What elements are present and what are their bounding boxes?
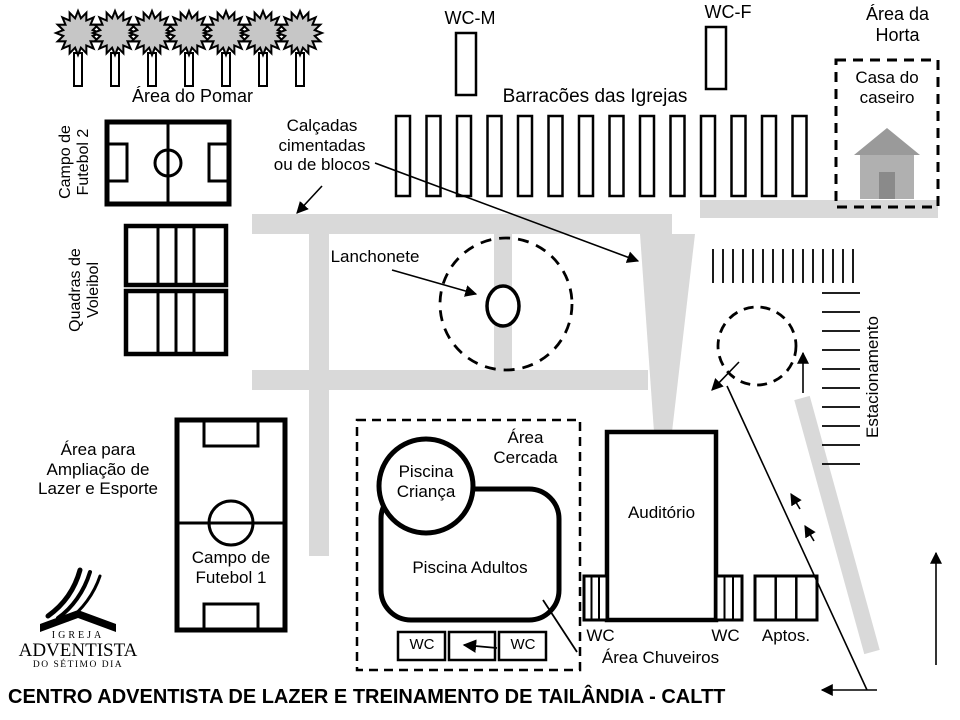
wc-f-building bbox=[704, 25, 728, 91]
tree-icon bbox=[203, 10, 249, 87]
label-wc-auditorio-right: WC bbox=[711, 626, 740, 645]
label-wc-auditorio-left: WC bbox=[586, 626, 615, 645]
label-lanchonete: Lanchonete bbox=[330, 247, 420, 266]
auditorium-wc-right-building bbox=[714, 574, 744, 622]
shed-bar bbox=[608, 114, 625, 198]
shed-bar bbox=[547, 114, 564, 198]
lanchonete-arrow bbox=[391, 269, 478, 297]
label-quadras-voleibol: Quadras de Voleibol bbox=[66, 248, 102, 332]
traffic-arrow-road-2 bbox=[804, 524, 816, 542]
label-pool-wc-left: WC bbox=[409, 636, 435, 653]
shed-bar bbox=[638, 114, 656, 198]
label-wc-m: WC-M bbox=[444, 8, 496, 28]
label-casa-caseiro: Casa do caseiro bbox=[855, 68, 919, 107]
road-edge-line bbox=[726, 385, 868, 691]
paved-path-lower bbox=[252, 370, 648, 390]
soccer-field-1 bbox=[174, 417, 288, 633]
shed-bar bbox=[455, 114, 473, 198]
label-horta: Área da Horta bbox=[865, 4, 930, 45]
logo-igreja-text: IGREJA bbox=[51, 630, 105, 641]
paved-path-wedge bbox=[640, 234, 695, 432]
paved-path-left-vertical bbox=[309, 234, 329, 556]
label-area-chuveiros: Área Chuveiros bbox=[601, 648, 720, 667]
apartments-building bbox=[753, 574, 819, 622]
tree-icon bbox=[240, 10, 286, 87]
label-campo-futebol-2: Campo de Futebol 2 bbox=[56, 125, 92, 199]
label-pool-wc-right: WC bbox=[510, 636, 536, 653]
logo-adventista-text: ADVENTISTA bbox=[18, 640, 138, 661]
showers-pointer-arrow bbox=[462, 639, 498, 653]
calcadas-arrow-right bbox=[374, 162, 640, 263]
paved-path-top bbox=[252, 214, 672, 234]
shed-bar bbox=[760, 114, 778, 198]
shed-bar bbox=[516, 114, 534, 198]
kids-pool bbox=[376, 436, 476, 536]
pool-wc-right bbox=[497, 630, 548, 662]
parking-spaces-top bbox=[712, 249, 854, 283]
label-barracoes: Barracões das Igrejas bbox=[502, 86, 688, 107]
shed-bar bbox=[669, 114, 686, 198]
label-wc-f: WC-F bbox=[704, 2, 752, 22]
label-piscina-crianca: Piscina Criança bbox=[396, 462, 456, 501]
tree-icon bbox=[166, 10, 212, 87]
shed-bar bbox=[730, 114, 747, 198]
shed-bar bbox=[699, 114, 717, 198]
tree-icon bbox=[55, 10, 101, 87]
sda-logo-icon bbox=[40, 567, 116, 632]
label-auditorio: Auditório bbox=[627, 503, 696, 522]
calcadas-arrow-left bbox=[296, 185, 323, 214]
shed-bar bbox=[394, 114, 412, 198]
showers-pointer-line bbox=[542, 599, 578, 653]
soccer-field-2 bbox=[104, 119, 232, 207]
label-pomar: Área do Pomar bbox=[131, 86, 254, 106]
lanchonete-building bbox=[485, 284, 521, 328]
roundabout bbox=[716, 305, 798, 387]
shed-bar bbox=[486, 114, 503, 198]
page-title: CENTRO ADVENTISTA DE LAZER E TREINAMENTO… bbox=[8, 686, 726, 708]
lanchonete-fence bbox=[438, 236, 574, 372]
traffic-arrow-exit bbox=[711, 361, 740, 391]
label-calcadas: Calçadas cimentadas ou de blocos bbox=[273, 116, 371, 175]
caretaker-fence bbox=[834, 58, 940, 209]
volleyball-courts bbox=[123, 223, 229, 357]
label-aptos: Aptos. bbox=[761, 626, 811, 645]
tree-icon bbox=[92, 10, 138, 87]
house-icon bbox=[854, 128, 920, 199]
label-piscina-adultos: Piscina Adultos bbox=[412, 558, 528, 577]
tree-icon bbox=[129, 10, 175, 87]
pool-wc-left bbox=[396, 630, 447, 662]
wc-m-building bbox=[454, 31, 478, 97]
auditorium-building bbox=[604, 429, 719, 623]
traffic-arrow-road-1 bbox=[790, 492, 802, 510]
auditorium-wc-left-building bbox=[582, 574, 609, 622]
fenced-area-boundary bbox=[355, 418, 582, 672]
shed-bar bbox=[791, 114, 808, 198]
label-ampliacao: Área para Ampliação de Lazer e Esporte bbox=[37, 440, 158, 499]
parking-spaces-right bbox=[822, 292, 860, 465]
label-estacionamento: Estacionamento bbox=[863, 316, 883, 438]
logo-setimo-dia-text: DO SÉTIMO DIA bbox=[32, 660, 124, 670]
shed-bar bbox=[577, 114, 595, 198]
label-area-cercada: Área Cercada bbox=[493, 428, 558, 467]
label-campo-futebol-1: Campo de Futebol 1 bbox=[191, 548, 271, 587]
paved-path-top-right bbox=[700, 200, 938, 218]
tree-icon bbox=[277, 10, 323, 87]
paved-road-diagonal bbox=[794, 395, 880, 655]
